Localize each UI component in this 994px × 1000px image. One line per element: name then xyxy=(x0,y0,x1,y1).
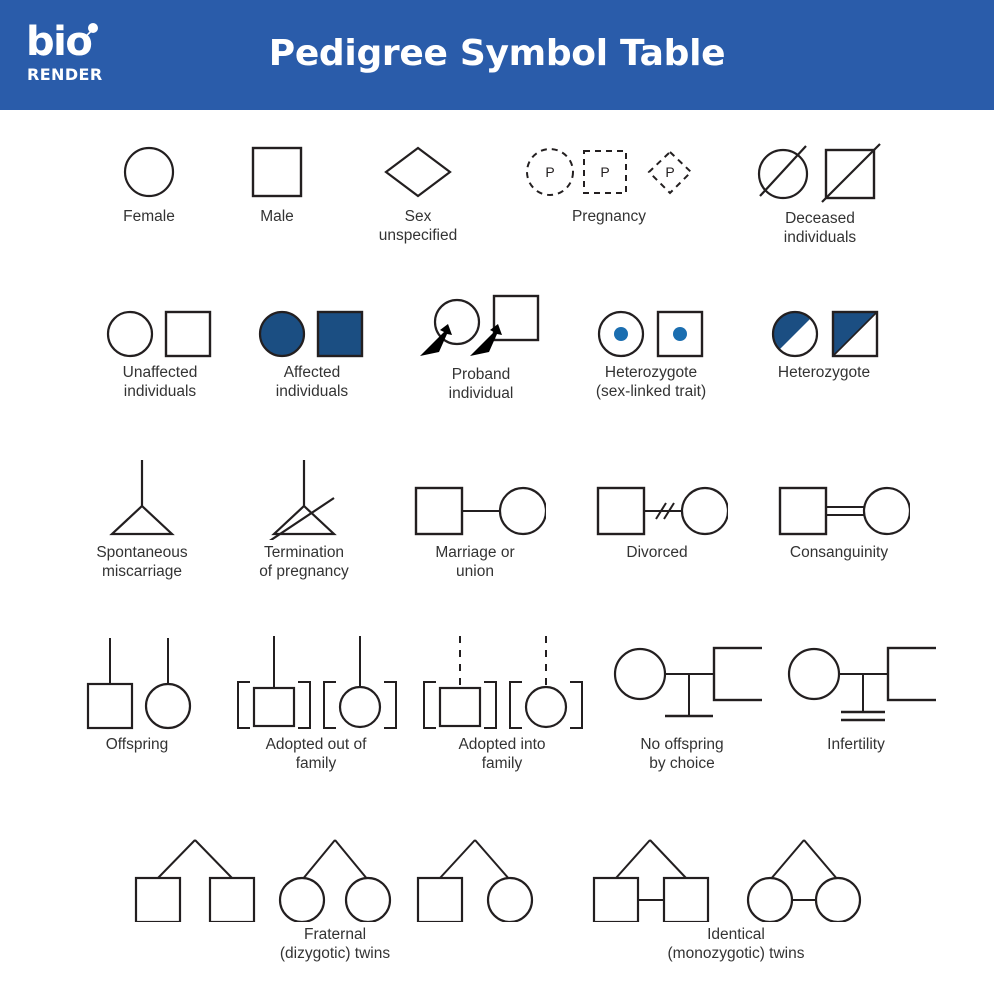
adoption-bracket xyxy=(237,681,250,729)
legend-item-affected: Affected individuals xyxy=(250,298,374,401)
legend-item-consanguinity: Consanguinity xyxy=(768,478,910,563)
legend-caption: Sex unspecified xyxy=(378,208,458,244)
marriage-symbol xyxy=(414,486,546,536)
biorender-logo: bio RENDER xyxy=(26,22,132,88)
symbol-table: Female Male Sex unspecified P P P Pregna… xyxy=(0,110,994,1000)
infertility-symbol xyxy=(787,646,936,722)
legend-caption: Adopted out of family xyxy=(265,736,367,772)
dashed-diamond xyxy=(647,150,693,195)
deceased-slash xyxy=(821,143,881,203)
legend-caption: Proband individual xyxy=(448,366,514,402)
dashed-square xyxy=(583,150,627,194)
legend-caption: No offspring by choice xyxy=(640,736,724,772)
legend-item-female: Female xyxy=(88,140,210,227)
male-symbol xyxy=(251,146,303,198)
legend-item-marriage-or-union: Marriage or union xyxy=(404,478,546,581)
pregnancy-marker-letter: P xyxy=(600,164,609,180)
divorce-slash xyxy=(663,502,675,520)
legend-item-deceased: Deceased individuals xyxy=(740,134,900,247)
legend-item-sex-unspecified: Sex unspecified xyxy=(357,140,479,245)
female-symbol xyxy=(123,146,175,198)
proband-symbols xyxy=(420,294,540,356)
page-header: bio RENDER Pedigree Symbol Table xyxy=(0,0,994,110)
legend-caption: Affected individuals xyxy=(275,364,349,400)
adoption-bracket xyxy=(423,681,436,729)
legend-item-heterozygote-sex-linked: Heterozygote (sex-linked trait) xyxy=(576,298,726,401)
consanguinity-symbol xyxy=(778,486,910,536)
adoption-bracket xyxy=(384,681,397,729)
adoption-bracket xyxy=(484,681,497,729)
biorender-tadpole-icon xyxy=(83,23,98,39)
legend-caption: Fraternal (dizygotic) twins xyxy=(279,926,391,962)
divorced-symbol xyxy=(596,486,728,536)
legend-caption: Offspring xyxy=(105,736,169,753)
legend-item-proband: Proband individual xyxy=(410,286,552,403)
legend-caption: Spontaneous miscarriage xyxy=(96,544,188,580)
logo-subtext: RENDER xyxy=(27,65,103,84)
adopted-out-symbols xyxy=(237,636,397,729)
legend-caption: Male xyxy=(260,208,294,225)
legend-item-spontaneous-miscarriage: Spontaneous miscarriage xyxy=(80,450,204,581)
proband-arrow-icon xyxy=(420,324,502,356)
adoption-bracket xyxy=(323,681,336,729)
legend-caption: Heterozygote (sex-linked trait) xyxy=(595,364,707,400)
legend-caption: Infertility xyxy=(827,736,885,753)
legend-item-divorced: Divorced xyxy=(586,478,728,563)
legend-item-infertility: Infertility xyxy=(776,642,936,755)
pregnancy-marker-letter: P xyxy=(665,164,674,180)
adoption-bracket xyxy=(509,681,522,729)
unaffected-symbols xyxy=(106,310,212,358)
no-offspring-symbol xyxy=(613,646,762,718)
legend-caption: Marriage or union xyxy=(435,544,515,580)
deceased-circle xyxy=(757,148,809,200)
legend-item-termination-of-pregnancy: Termination of pregnancy xyxy=(242,450,366,581)
miscarriage-symbol xyxy=(109,460,175,536)
affected-symbols xyxy=(258,310,364,358)
fraternal-twins-symbols xyxy=(134,839,534,922)
heterozygote-sexlinked-symbols xyxy=(597,310,704,358)
divorce-slash xyxy=(655,502,667,520)
dashed-circle xyxy=(526,148,574,196)
legend-caption: Termination of pregnancy xyxy=(259,544,349,580)
adoption-bracket xyxy=(570,681,583,729)
legend-item-adopted-out-of-family: Adopted out of family xyxy=(228,628,404,773)
legend-caption: Unaffected individuals xyxy=(122,364,198,400)
adoption-bracket xyxy=(298,681,311,729)
legend-item-unaffected: Unaffected individuals xyxy=(98,298,222,401)
adopted-into-symbols xyxy=(423,636,583,729)
identical-twins-symbols xyxy=(592,839,862,922)
termination-symbol xyxy=(269,460,337,540)
legend-caption: Consanguinity xyxy=(789,544,889,561)
deceased-slash xyxy=(759,145,807,197)
termination-slash xyxy=(269,497,335,540)
legend-caption: Identical (monozygotic) twins xyxy=(667,926,805,962)
page-title: Pedigree Symbol Table xyxy=(268,33,726,74)
deceased-symbols xyxy=(757,143,881,203)
carrier-dot xyxy=(673,327,687,341)
legend-item-heterozygote: Heterozygote xyxy=(755,298,893,383)
legend-caption: Divorced xyxy=(626,544,688,561)
heterozygote-symbols xyxy=(771,310,879,358)
legend-item-fraternal-twins: Fraternal (dizygotic) twins xyxy=(130,828,540,963)
pregnancy-marker-letter: P xyxy=(545,164,554,180)
pregnancy-symbols: P P P xyxy=(526,148,693,196)
legend-item-male: Male xyxy=(216,140,338,227)
legend-caption: Heterozygote xyxy=(777,364,871,381)
logo-wordmark: bio xyxy=(26,19,93,65)
legend-item-offspring: Offspring xyxy=(72,628,202,755)
legend-item-adopted-into-family: Adopted into family xyxy=(414,628,590,773)
offspring-symbols xyxy=(86,638,192,730)
legend-caption: Adopted into family xyxy=(458,736,546,772)
legend-item-identical-twins: Identical (monozygotic) twins xyxy=(588,828,884,963)
legend-item-no-offspring-by-choice: No offspring by choice xyxy=(602,642,762,773)
legend-item-pregnancy: P P P Pregnancy xyxy=(500,140,718,227)
legend-caption: Female xyxy=(123,208,175,225)
legend-caption: Deceased individuals xyxy=(783,210,857,246)
diamond-symbol xyxy=(384,146,452,198)
carrier-dot xyxy=(614,327,628,341)
legend-caption: Pregnancy xyxy=(571,208,647,225)
